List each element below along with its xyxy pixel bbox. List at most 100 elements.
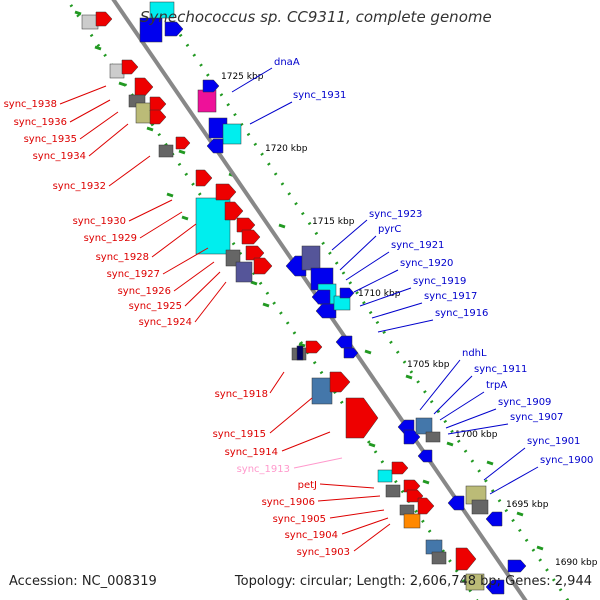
gene-feature-arrow[interactable]	[134, 77, 154, 97]
gene-feature-arrow[interactable]	[149, 96, 167, 112]
gene-feature[interactable]	[403, 513, 421, 529]
gene-feature-arrow[interactable]	[507, 559, 527, 573]
reverse-gene-label[interactable]: sync_1918	[215, 389, 268, 400]
reverse-gene-label[interactable]: sync_1913	[237, 464, 290, 475]
reverse-gene-label[interactable]: sync_1936	[14, 117, 67, 128]
reverse-gene-label[interactable]: sync_1929	[84, 233, 137, 244]
gene-feature-arrow[interactable]	[245, 245, 265, 261]
gene-features	[81, 1, 527, 595]
reverse-gene-label[interactable]: sync_1924	[139, 317, 192, 328]
gene-feature[interactable]	[431, 551, 447, 565]
gene-feature-arrow[interactable]	[236, 217, 256, 233]
label-leader-lines	[59, 67, 539, 552]
reverse-gene-label[interactable]: sync_1905	[273, 514, 326, 525]
forward-gene-label[interactable]: ndhL	[462, 348, 487, 359]
reverse-gene-label[interactable]: sync_1934	[33, 151, 86, 162]
reverse-gene-label[interactable]: sync_1925	[129, 301, 182, 312]
reverse-gene-label[interactable]: sync_1938	[4, 99, 57, 110]
reverse-gene-label[interactable]: sync_1914	[225, 447, 278, 458]
gene-feature[interactable]	[377, 469, 393, 483]
forward-gene-label[interactable]: trpA	[486, 380, 507, 391]
gene-feature[interactable]	[222, 123, 242, 145]
gene-feature[interactable]	[311, 377, 333, 405]
forward-gene-label[interactable]: pyrC	[378, 224, 401, 235]
gene-feature-arrow[interactable]	[339, 287, 355, 299]
gene-feature-arrow[interactable]	[447, 495, 465, 511]
gene-feature-arrow[interactable]	[305, 340, 323, 354]
gene-feature-arrow[interactable]	[417, 497, 435, 515]
scale-tick-mark	[250, 280, 258, 286]
forward-gene-label[interactable]: sync_1923	[369, 209, 422, 220]
gene-feature-arrow[interactable]	[215, 183, 237, 201]
scale-tick-mark	[118, 81, 126, 87]
reverse-gene-label[interactable]: sync_1903	[297, 547, 350, 558]
gene-feature-arrow[interactable]	[95, 11, 113, 27]
gene-feature-arrow[interactable]	[195, 169, 213, 187]
gene-feature-arrow[interactable]	[206, 138, 224, 154]
forward-gene-label[interactable]: sync_1911	[474, 364, 527, 375]
reverse-gene-label[interactable]: sync_1926	[118, 286, 171, 297]
scale-tick-mark	[166, 192, 174, 198]
gene-feature-arrow[interactable]	[345, 397, 379, 439]
reverse-gene-leader	[329, 509, 385, 519]
gene-feature-arrow[interactable]	[485, 579, 505, 595]
gene-feature[interactable]	[425, 431, 441, 443]
forward-gene-label[interactable]: sync_1921	[391, 240, 444, 251]
gene-feature[interactable]	[158, 144, 174, 158]
gene-feature-arrow[interactable]	[329, 371, 351, 393]
gene-feature[interactable]	[415, 417, 433, 435]
reverse-gene-label[interactable]: sync_1930	[73, 216, 126, 227]
gene-feature-arrow[interactable]	[149, 109, 167, 125]
forward-gene-label[interactable]: dnaA	[274, 57, 300, 68]
gene-feature[interactable]	[81, 14, 99, 30]
reverse-gene-label[interactable]: sync_1906	[262, 497, 315, 508]
gene-feature-arrow[interactable]	[241, 229, 261, 245]
gene-feature-arrow[interactable]	[417, 449, 433, 463]
reverse-gene-label[interactable]: petJ	[298, 480, 317, 491]
ruler-dotted-line-1	[65, 0, 479, 600]
reverse-gene-label[interactable]: sync_1927	[107, 269, 160, 280]
gene-feature[interactable]	[385, 484, 401, 498]
gene-feature-arrow[interactable]	[455, 547, 477, 571]
gene-feature-arrow[interactable]	[343, 347, 359, 359]
gene-feature-arrow[interactable]	[202, 79, 220, 93]
forward-gene-label[interactable]: sync_1920	[400, 258, 453, 269]
gene-feature-arrow[interactable]	[391, 461, 409, 475]
gene-feature-arrow[interactable]	[175, 136, 191, 150]
genome-title: Synechococcus sp. CC9311, complete genom…	[140, 8, 492, 26]
gene-feature-arrow[interactable]	[164, 21, 184, 37]
gene-feature-arrow[interactable]	[253, 257, 273, 275]
gene-feature-arrow[interactable]	[121, 59, 139, 75]
gene-feature-arrow[interactable]	[403, 479, 421, 493]
gene-feature[interactable]	[301, 245, 321, 271]
forward-gene-label[interactable]: sync_1919	[413, 276, 466, 287]
reverse-gene-label[interactable]: sync_1928	[96, 252, 149, 263]
gene-feature[interactable]	[465, 573, 485, 591]
forward-gene-label[interactable]: sync_1917	[424, 291, 477, 302]
gene-feature[interactable]	[149, 1, 175, 19]
gene-feature[interactable]	[235, 261, 253, 283]
reverse-gene-label[interactable]: sync_1935	[24, 134, 77, 145]
reverse-gene-leader	[317, 495, 381, 502]
gene-feature[interactable]	[399, 504, 415, 516]
forward-gene-label[interactable]: sync_1909	[498, 397, 551, 408]
reverse-gene-label[interactable]: sync_1904	[285, 530, 338, 541]
forward-gene-label[interactable]: sync_1900	[540, 455, 593, 466]
forward-gene-leader	[331, 219, 368, 251]
forward-gene-label[interactable]: sync_1901	[527, 436, 580, 447]
gene-feature[interactable]	[296, 345, 304, 361]
gene-feature-arrow[interactable]	[335, 335, 353, 349]
reverse-gene-label[interactable]: sync_1932	[53, 181, 106, 192]
reverse-gene-label[interactable]: sync_1915	[213, 429, 266, 440]
forward-gene-label[interactable]: sync_1916	[435, 308, 488, 319]
reverse-gene-leader	[194, 281, 227, 323]
gene-feature[interactable]	[195, 197, 231, 255]
gene-feature[interactable]	[197, 89, 217, 113]
forward-gene-label[interactable]: sync_1931	[293, 90, 346, 101]
forward-gene-label[interactable]: sync_1907	[510, 412, 563, 423]
gene-feature-arrow[interactable]	[224, 201, 244, 221]
gene-feature-arrow[interactable]	[315, 303, 337, 319]
gene-feature[interactable]	[471, 499, 489, 515]
gene-feature-arrow[interactable]	[485, 511, 503, 527]
